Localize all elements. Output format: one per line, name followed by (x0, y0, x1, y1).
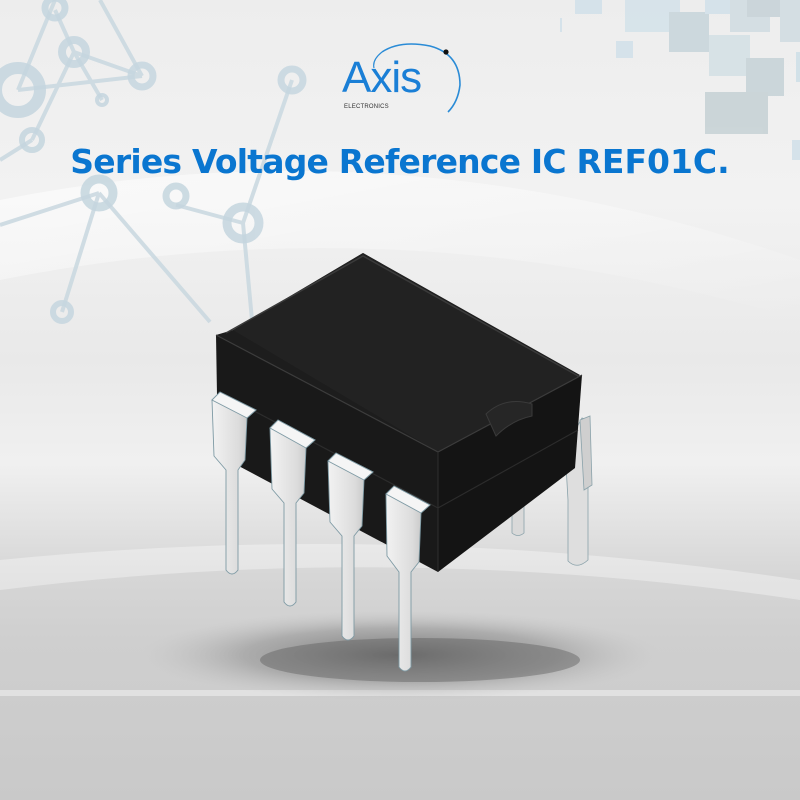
pin1-notch (485, 401, 533, 437)
chip-side-face (438, 375, 582, 572)
title-main: Series Voltage Reference IC (70, 142, 566, 181)
logo-text: Axis (342, 53, 422, 102)
title-part-number: REF01C. (576, 142, 730, 181)
front-pins (211, 391, 431, 672)
brand-logo: Axis ELECTRONICS (330, 40, 470, 120)
chip-front-face (216, 335, 438, 572)
logo-subtext: ELECTRONICS (344, 104, 389, 110)
page-title: Series Voltage Reference IC REF01C. (0, 142, 800, 181)
orbit-icon (373, 43, 461, 113)
squares-pattern (560, 0, 800, 160)
